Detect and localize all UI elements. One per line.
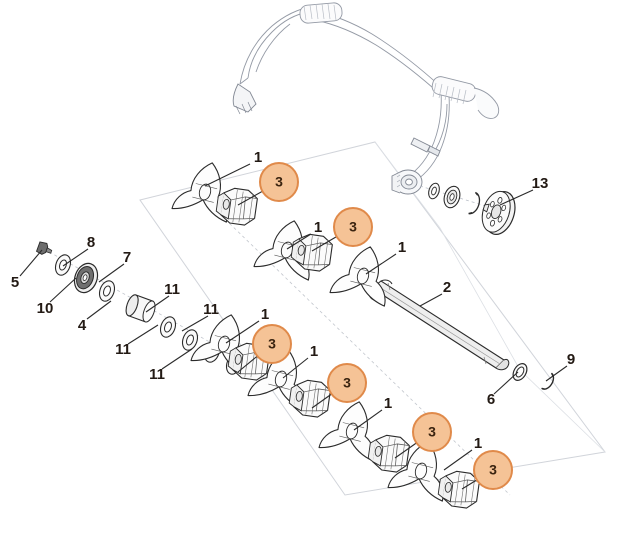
callout-1: 1 xyxy=(204,149,262,187)
bubble-number: 3 xyxy=(268,336,276,352)
handle-frame-assembly xyxy=(232,2,500,195)
callout-number: 11 xyxy=(164,281,180,298)
callout-number: 1 xyxy=(254,149,262,166)
callout-leader-line xyxy=(499,189,534,206)
callout-1: 1 xyxy=(225,306,269,344)
callout-1: 1 xyxy=(365,239,406,275)
callout-11: 11 xyxy=(145,281,180,313)
callout-leader-line xyxy=(204,163,251,187)
callout-9: 9 xyxy=(545,351,575,382)
callout-number: 11 xyxy=(149,366,165,383)
callout-number: 7 xyxy=(123,249,131,266)
callout-5: 5 xyxy=(11,249,43,291)
callout-13: 13 xyxy=(499,175,549,206)
callout-number: 11 xyxy=(115,341,131,358)
callout-leader-line xyxy=(86,300,112,320)
callout-leader-line xyxy=(545,365,568,382)
callout-leader-line xyxy=(181,315,209,332)
bubble-circle xyxy=(327,363,367,403)
callout-number: 1 xyxy=(310,343,318,360)
bubble-number: 3 xyxy=(343,375,351,391)
callout-1: 1 xyxy=(286,219,322,250)
bubble-callout-3: 3 xyxy=(237,324,292,373)
retaining-bolt xyxy=(35,241,53,255)
callout-number: 1 xyxy=(261,306,269,323)
callout-leader-line xyxy=(62,248,89,267)
bubble-callout-3: 3 xyxy=(311,207,373,252)
callout-leader-line xyxy=(419,293,443,307)
callout-7: 7 xyxy=(98,249,131,283)
callout-6: 6 xyxy=(487,371,519,408)
small-parts-train xyxy=(35,241,245,377)
bubble-circle xyxy=(333,207,373,247)
bubble-layer: 3 3 3 3 3 3 xyxy=(237,162,513,490)
callout-leader-line xyxy=(49,277,77,303)
callout-11: 11 xyxy=(149,348,193,383)
callout-number: 2 xyxy=(443,279,451,296)
bubble-callout-3: 3 xyxy=(461,450,513,490)
bubble-callout-3: 3 xyxy=(394,412,452,459)
bubble-number: 3 xyxy=(428,424,436,440)
callout-leader-line xyxy=(282,357,309,379)
bubble-callout-3: 3 xyxy=(237,162,299,206)
bubble-number: 3 xyxy=(489,462,497,478)
bubble-number: 3 xyxy=(349,219,357,235)
callout-leader-line xyxy=(353,409,383,431)
callout-11: 11 xyxy=(115,324,159,358)
callout-2: 2 xyxy=(419,279,451,307)
wheel-hub-train xyxy=(419,182,516,235)
blade-hub-assembly-train xyxy=(171,155,511,510)
callout-number: 1 xyxy=(474,435,482,452)
callout-leader-line xyxy=(127,324,159,345)
callout-number: 5 xyxy=(11,274,19,291)
callout-number: 8 xyxy=(87,234,95,251)
bubble-circle xyxy=(473,450,513,490)
callout-number: 9 xyxy=(567,351,575,368)
callout-4: 4 xyxy=(78,300,112,334)
bubble-callout-3: 3 xyxy=(311,363,367,409)
callout-10: 10 xyxy=(37,277,77,317)
spacer-sleeve xyxy=(125,294,156,323)
bubble-circle xyxy=(252,324,292,364)
bubble-circle xyxy=(412,412,452,452)
callout-leader-line xyxy=(145,295,170,313)
bubble-number: 3 xyxy=(275,174,283,190)
callout-11: 11 xyxy=(181,301,219,332)
callout-number: 6 xyxy=(487,391,495,408)
callout-leader-line xyxy=(493,371,519,395)
callout-number: 13 xyxy=(532,175,549,192)
callout-number: 10 xyxy=(37,300,54,317)
callout-leader-line xyxy=(365,253,397,275)
callout-leader-line xyxy=(443,449,473,471)
callout-number: 1 xyxy=(384,395,392,412)
callout-leader-line xyxy=(286,233,312,250)
callout-leader-line xyxy=(19,249,43,277)
callout-leader-line xyxy=(98,263,125,283)
callout-1: 1 xyxy=(282,343,318,379)
callout-number: 1 xyxy=(398,239,406,256)
bearing xyxy=(73,262,99,294)
callout-number: 11 xyxy=(203,301,219,318)
callout-leader-line xyxy=(161,348,193,370)
wheel-hub-disc xyxy=(481,190,516,235)
bubble-circle xyxy=(259,162,299,202)
callout-1: 1 xyxy=(353,395,392,431)
callout-number: 4 xyxy=(78,317,87,334)
callout-leader-line xyxy=(225,320,260,344)
callout-number: 1 xyxy=(314,219,322,236)
callout-8: 8 xyxy=(62,234,95,267)
callout-1: 1 xyxy=(443,435,482,471)
